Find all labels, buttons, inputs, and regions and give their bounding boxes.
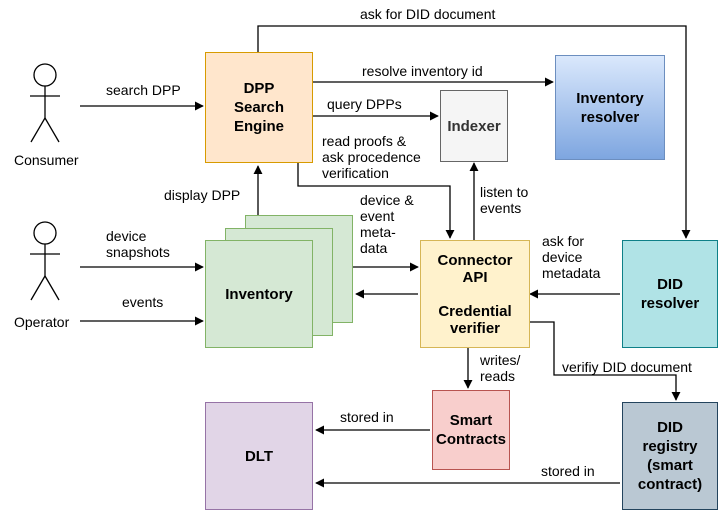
indexer-box: Indexer [440, 90, 508, 162]
edge-read-proofs [297, 163, 455, 239]
label-device-snapshots: device snapshots [106, 228, 170, 260]
edge-verify-did-document [530, 321, 681, 401]
label-device-event-metadata: device & event meta- data [360, 192, 414, 256]
label-query-dpps: query DPPs [327, 96, 402, 112]
label-display-dpp: display DPP [164, 187, 241, 203]
consumer-figure [30, 63, 60, 143]
dpp-search-engine-label: DPP Search Engine [233, 80, 285, 135]
label-ask-for-did-document: ask for DID document [360, 6, 496, 22]
connector-api-label: Connector API Credential verifier [437, 251, 513, 337]
consumer-label: Consumer [14, 152, 79, 168]
did-resolver-box: DID resolver [622, 240, 718, 348]
did-resolver-label: DID resolver [640, 276, 700, 312]
label-verify-did-document: verifiy DID document [562, 359, 692, 375]
inventory-resolver-label: Inventory resolver [576, 89, 644, 126]
did-registry-label: DID registry (smart contract) [637, 419, 703, 493]
dpp-search-engine-box: DPP Search Engine [205, 52, 313, 163]
label-ask-for-device-metadata: ask for device metadata [542, 233, 601, 281]
label-search-dpp: search DPP [106, 82, 181, 98]
label-stored-in-contracts: stored in [340, 409, 394, 425]
inventory-label: Inventory [225, 285, 293, 303]
label-stored-in-registry: stored in [541, 463, 595, 479]
inventory-resolver-box: Inventory resolver [555, 55, 665, 160]
label-events: events [122, 294, 164, 310]
label-listen-to-events: listen to events [480, 184, 529, 216]
dlt-label: DLT [244, 447, 274, 465]
did-registry-box: DID registry (smart contract) [622, 402, 718, 510]
connector-api-box: Connector API Credential verifier [420, 240, 530, 348]
label-writes-reads: writes/ reads [480, 352, 521, 384]
edge-ask-for-did-document [257, 25, 691, 239]
label-read-proofs: read proofs & ask procedence verificatio… [322, 133, 421, 181]
inventory-box: Inventory [205, 240, 313, 348]
operator-label: Operator [14, 314, 70, 330]
indexer-label: Indexer [447, 117, 501, 135]
operator-figure [30, 221, 60, 301]
dlt-box: DLT [205, 402, 313, 510]
label-resolve-inventory-id: resolve inventory id [362, 63, 483, 79]
smart-contracts-label: Smart Contracts [435, 412, 506, 448]
smart-contracts-box: Smart Contracts [432, 390, 510, 470]
